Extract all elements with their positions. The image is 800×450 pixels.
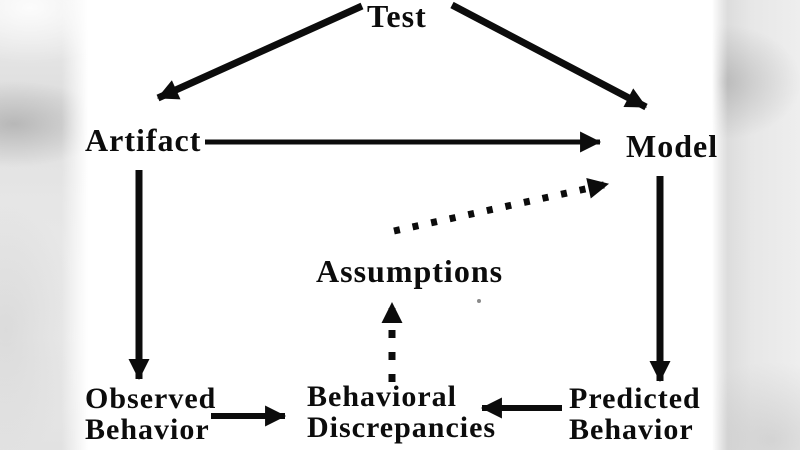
node-artifact: Artifact (85, 122, 202, 158)
node-test-label: Test (367, 0, 427, 34)
node-predicted-behavior-line1: Predicted (569, 382, 701, 415)
node-behavioral-discrepancies-line1: Behavioral (307, 380, 457, 413)
node-assumptions: Assumptions (316, 253, 504, 289)
node-observed-behavior: Observed Behavior (85, 382, 217, 447)
arrow-test-to-artifact (156, 2, 364, 102)
scan-speck (477, 299, 481, 303)
node-artifact-label: Artifact (85, 122, 202, 158)
node-behavioral-discrepancies: Behavioral Discrepancies (307, 380, 497, 445)
arrow-test-to-model (450, 1, 648, 111)
node-assumptions-label: Assumptions (316, 253, 504, 289)
node-model: Model (626, 128, 719, 164)
node-observed-behavior-line2: Behavior (85, 413, 210, 447)
node-model-label: Model (626, 128, 719, 164)
node-behavioral-discrepancies-line2: Discrepancies (307, 411, 497, 445)
node-predicted-behavior: Predicted Behavior (569, 382, 701, 447)
dotted-arrow-assumptions-to-model (393, 178, 610, 235)
node-predicted-behavior-line2: Behavior (569, 413, 694, 447)
node-test: Test (367, 0, 427, 33)
node-observed-behavior-line1: Observed (85, 382, 217, 415)
